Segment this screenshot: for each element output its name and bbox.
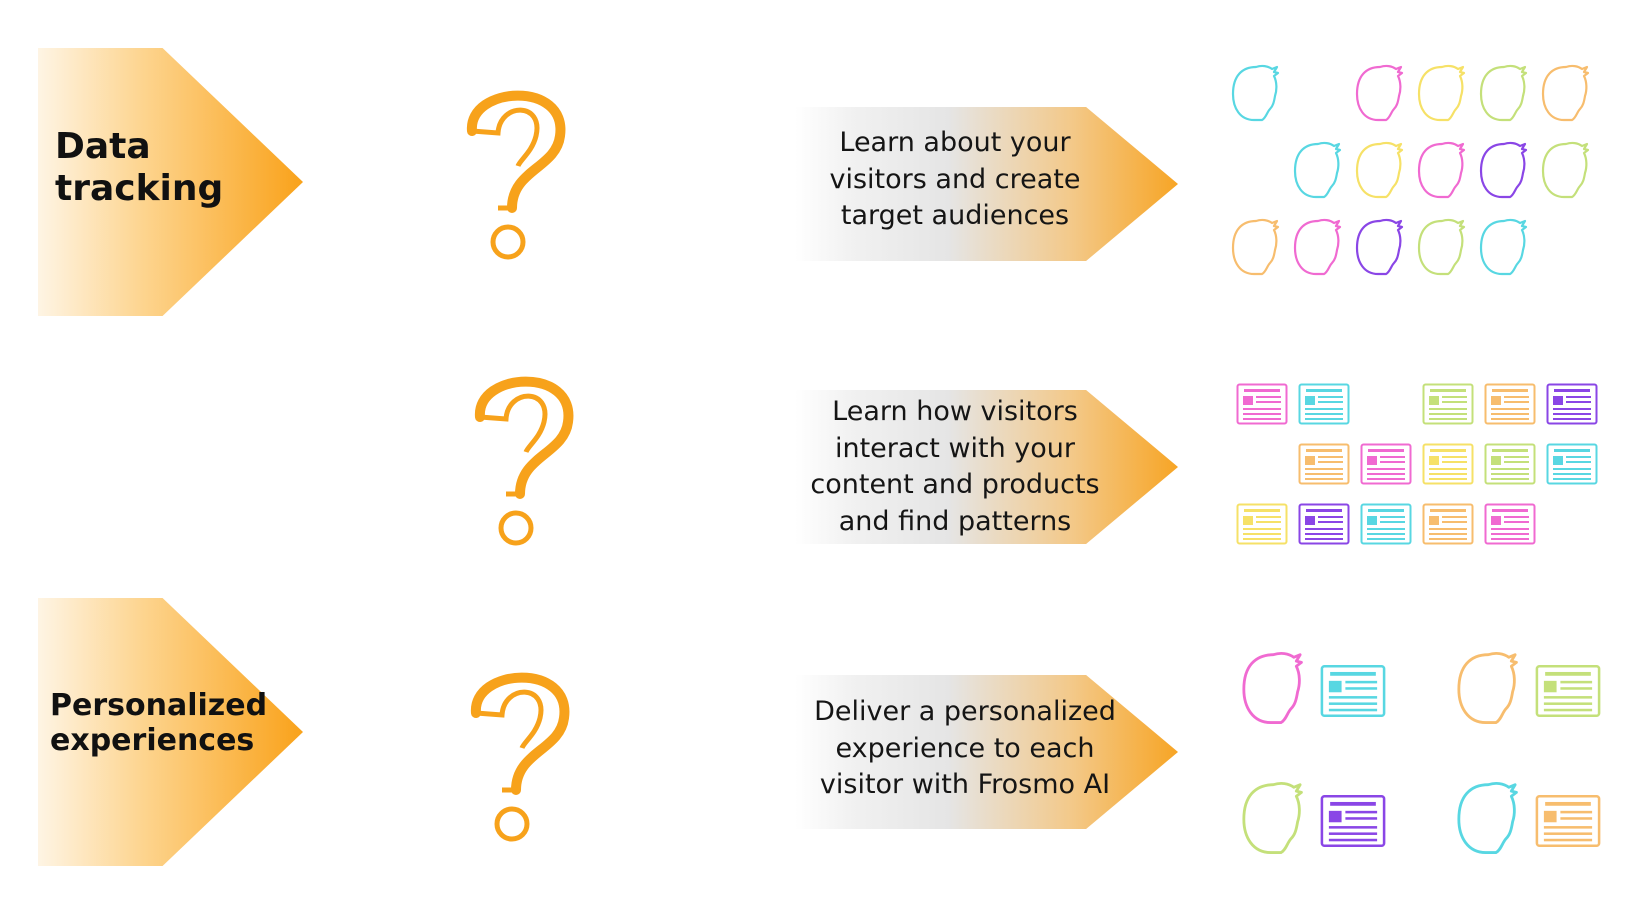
content-card-icon <box>1236 383 1288 429</box>
content-card-icon <box>1535 664 1601 722</box>
visitor-head-icon <box>1540 139 1590 205</box>
label-line: tracking <box>55 168 224 210</box>
visitor-head-icon <box>1292 139 1342 205</box>
personalization-info-text: Deliver a personalized experience to eac… <box>800 694 1130 804</box>
description-line: visitor with Frosmo AI <box>819 769 1111 801</box>
visitor-head-icon <box>1354 139 1404 205</box>
visitor-head-icon <box>1416 139 1466 205</box>
visitor-head-icon <box>1416 62 1466 128</box>
description-line: content and products <box>810 469 1100 501</box>
visitor-head-icon <box>1416 216 1466 282</box>
label-line: Data <box>55 126 151 167</box>
interaction-info-text: Learn how visitors interact with your co… <box>790 394 1120 541</box>
content-card-icon <box>1320 794 1386 852</box>
content-card-icon <box>1320 664 1386 722</box>
visitor-head-icon <box>1354 216 1404 282</box>
visitor-head-icon <box>1478 62 1528 128</box>
content-card-icon <box>1484 383 1536 429</box>
visitor-head-icon <box>1292 216 1342 282</box>
visitor-head-icon <box>1478 139 1528 205</box>
personalized-pairs-grid <box>1240 648 1620 878</box>
visitor-head-icon <box>1354 62 1404 128</box>
content-card-icon <box>1298 383 1350 429</box>
description-line: target audiences <box>840 200 1070 232</box>
label-line: experiences <box>50 723 255 759</box>
data-tracking-label: Data tracking <box>55 126 223 211</box>
description-line: interact with your <box>834 432 1076 464</box>
content-card-icon <box>1546 443 1598 489</box>
visitor-head-icon <box>1230 62 1280 128</box>
visitor-head-icon <box>1240 778 1304 862</box>
content-card-icon <box>1298 443 1350 489</box>
content-card-icon <box>1236 503 1288 549</box>
visitors-info-chevron <box>795 107 1178 261</box>
description-line: Learn how visitors <box>832 396 1078 427</box>
visitor-head-icon <box>1540 62 1590 128</box>
content-card-icon <box>1360 443 1412 489</box>
content-card-icon <box>1546 383 1598 429</box>
content-card-icon <box>1535 794 1601 852</box>
description-line: Deliver a personalized <box>814 696 1116 727</box>
content-cards-grid <box>1236 383 1616 553</box>
visitor-head-icon <box>1455 648 1519 732</box>
question-mark-icon <box>474 376 574 546</box>
content-card-icon <box>1484 443 1536 489</box>
visitor-head-icon <box>1240 648 1304 732</box>
personalization-info-chevron <box>795 675 1178 829</box>
interaction-info-chevron <box>795 390 1178 544</box>
question-mark-icon <box>466 90 566 260</box>
visitors-info-text: Learn about your visitors and create tar… <box>790 125 1120 235</box>
description-line: experience to each <box>835 732 1095 764</box>
content-card-icon <box>1422 503 1474 549</box>
content-card-icon <box>1298 503 1350 549</box>
description-line: visitors and create <box>829 163 1081 195</box>
content-card-icon <box>1422 443 1474 489</box>
description-line: Learn about your <box>839 127 1071 158</box>
question-mark-icon <box>470 672 570 842</box>
content-card-icon <box>1484 503 1536 549</box>
label-line: Personalized <box>50 688 268 723</box>
content-card-icon <box>1422 383 1474 429</box>
content-card-icon <box>1360 503 1412 549</box>
visitor-head-icon <box>1478 216 1528 282</box>
visitor-heads-grid <box>1230 62 1610 292</box>
visitor-head-icon <box>1230 216 1280 282</box>
description-line: and find patterns <box>838 506 1072 538</box>
personalized-label: Personalized experiences <box>50 688 267 759</box>
visitor-head-icon <box>1455 778 1519 862</box>
